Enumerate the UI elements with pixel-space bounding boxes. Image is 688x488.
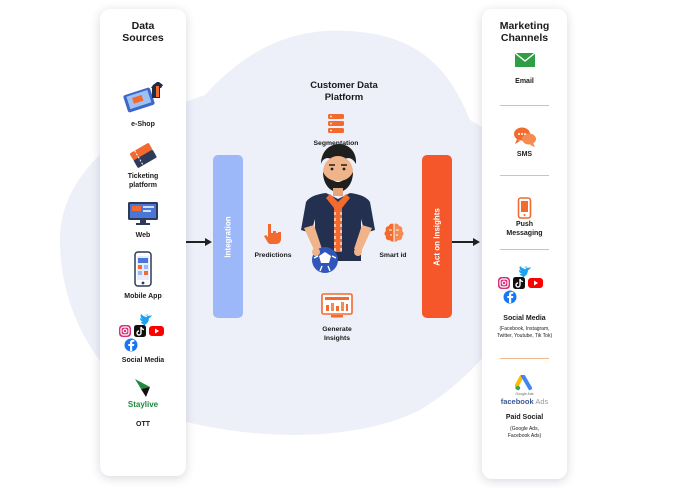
paid-social-sub: (Google Ads, Facebook Ads) bbox=[507, 426, 542, 439]
twitter-icon bbox=[519, 266, 531, 278]
act-on-insights-bar: Act on Insights bbox=[422, 155, 452, 318]
social-media-label: Social Media bbox=[121, 357, 165, 364]
twitter-icon bbox=[140, 314, 152, 326]
integration-label: Integration bbox=[223, 215, 233, 258]
separator bbox=[500, 105, 549, 106]
sms-label: SMS bbox=[516, 151, 533, 158]
brain-icon bbox=[384, 223, 404, 242]
smart-id-label: Smart id bbox=[379, 252, 407, 259]
facebook-ads-logo: facebook Ads bbox=[500, 397, 549, 406]
email-icon bbox=[514, 52, 536, 67]
pointer-hand-icon bbox=[264, 224, 281, 244]
ott-label: OTT bbox=[136, 421, 150, 428]
mobile-app-label: Mobile App bbox=[124, 293, 162, 300]
cdp-title: Customer Data Platform bbox=[310, 80, 378, 103]
eshop-label: e-Shop bbox=[131, 121, 155, 128]
staylive-logo bbox=[135, 379, 150, 397]
google-ads-mini-label: Google Ads bbox=[515, 392, 534, 396]
separator bbox=[500, 175, 549, 176]
staylive-wordmark: Staylive bbox=[127, 400, 159, 409]
segmentation-icon bbox=[328, 114, 344, 133]
insights-monitor-icon bbox=[321, 293, 353, 318]
sms-chat-icon bbox=[514, 127, 536, 147]
segmentation-label: Segmentation bbox=[313, 140, 359, 147]
social-media-channel-sub: (Facebook, Instagram, Twitter, Youtube, … bbox=[496, 326, 553, 339]
arrow-sources-to-integration bbox=[186, 241, 206, 243]
push-phone-icon bbox=[517, 197, 532, 219]
data-sources-panel: Data Sources e-Shop Ticketing platform W… bbox=[100, 9, 186, 476]
ticket-icon bbox=[130, 143, 157, 168]
google-ads-icon bbox=[515, 375, 532, 391]
arrow-head-icon bbox=[205, 238, 212, 246]
social-media-channel-label: Social Media bbox=[503, 315, 546, 322]
marketing-channels-title: Marketing Channels bbox=[499, 20, 550, 44]
social-icons bbox=[119, 314, 164, 352]
push-messaging-label: Push Messaging bbox=[506, 221, 543, 237]
paid-social-label: Paid Social bbox=[505, 414, 544, 421]
ticketing-label: Ticketing platform bbox=[127, 173, 159, 189]
web-label: Web bbox=[135, 232, 151, 239]
act-on-insights-label: Act on Insights bbox=[432, 207, 442, 266]
social-icons bbox=[498, 266, 543, 304]
separator bbox=[500, 249, 549, 250]
data-sources-title: Data Sources bbox=[122, 20, 164, 44]
marketing-channels-panel: Marketing Channels Email SMS Push Messag… bbox=[482, 9, 567, 479]
email-label: Email bbox=[515, 78, 534, 85]
arrow-insights-to-channels bbox=[452, 241, 474, 243]
web-icon bbox=[128, 202, 158, 225]
separator bbox=[500, 358, 549, 359]
integration-bar: Integration bbox=[213, 155, 243, 318]
arrow-head-icon bbox=[473, 238, 480, 246]
eshop-icon bbox=[123, 82, 163, 113]
generate-insights-label: Generate Insights bbox=[322, 326, 352, 342]
footballer-illustration bbox=[301, 144, 375, 273]
predictions-label: Predictions bbox=[254, 252, 292, 259]
mobile-app-icon bbox=[134, 251, 152, 287]
